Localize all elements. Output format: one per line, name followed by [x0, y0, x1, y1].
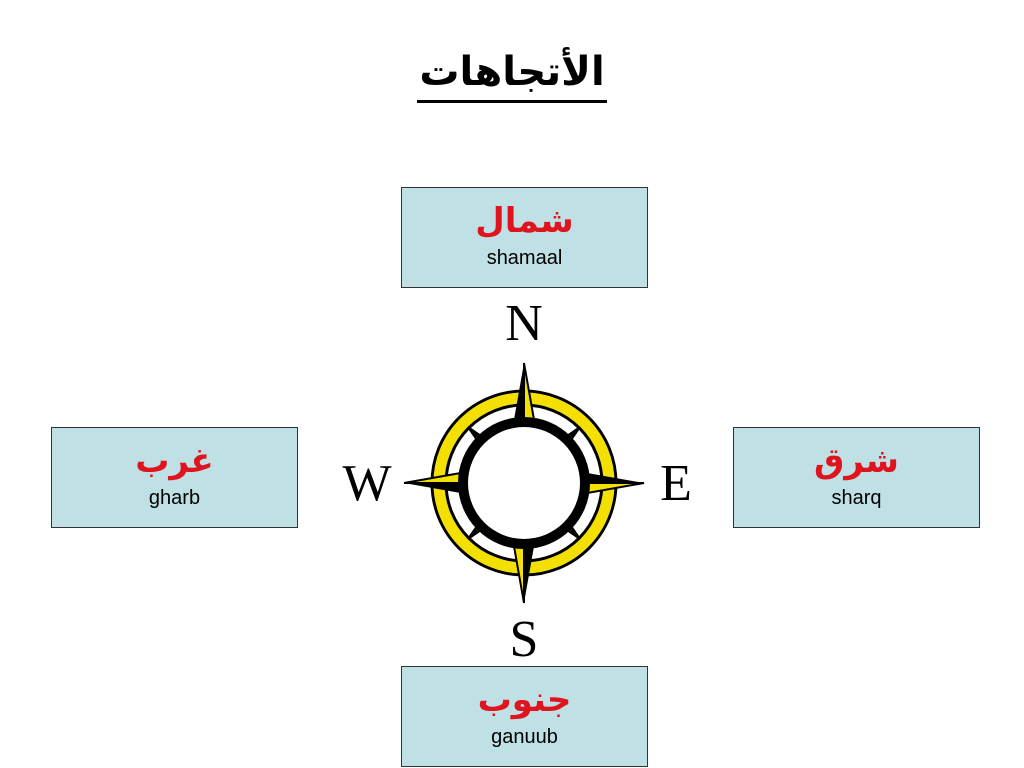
compass-letter-west: W	[342, 455, 392, 512]
compass-rose-icon	[403, 362, 645, 604]
page-title-text: الأتجاهات	[417, 48, 607, 103]
south-arabic-label: جنوب	[477, 680, 572, 720]
compass-letter-east: E	[660, 455, 692, 512]
compass-letter-north: N	[505, 295, 543, 352]
compass-hub-center	[468, 427, 580, 539]
west-transliteration: gharb	[148, 487, 201, 509]
north-transliteration: shamaal	[486, 247, 563, 269]
south-transliteration: ganuub	[491, 726, 558, 748]
east-transliteration: sharq	[831, 487, 882, 509]
compass-letter-south: S	[509, 611, 539, 668]
page-title: الأتجاهات	[0, 48, 1024, 103]
east-box: شرق sharq	[733, 427, 980, 528]
west-arabic-label: غرب	[135, 441, 214, 481]
south-box: جنوب ganuub	[401, 666, 648, 767]
north-box: شمال shamaal	[401, 187, 648, 288]
west-box: غرب gharb	[51, 427, 298, 528]
east-arabic-label: شرق	[814, 441, 899, 481]
north-arabic-label: شمال	[475, 201, 574, 241]
